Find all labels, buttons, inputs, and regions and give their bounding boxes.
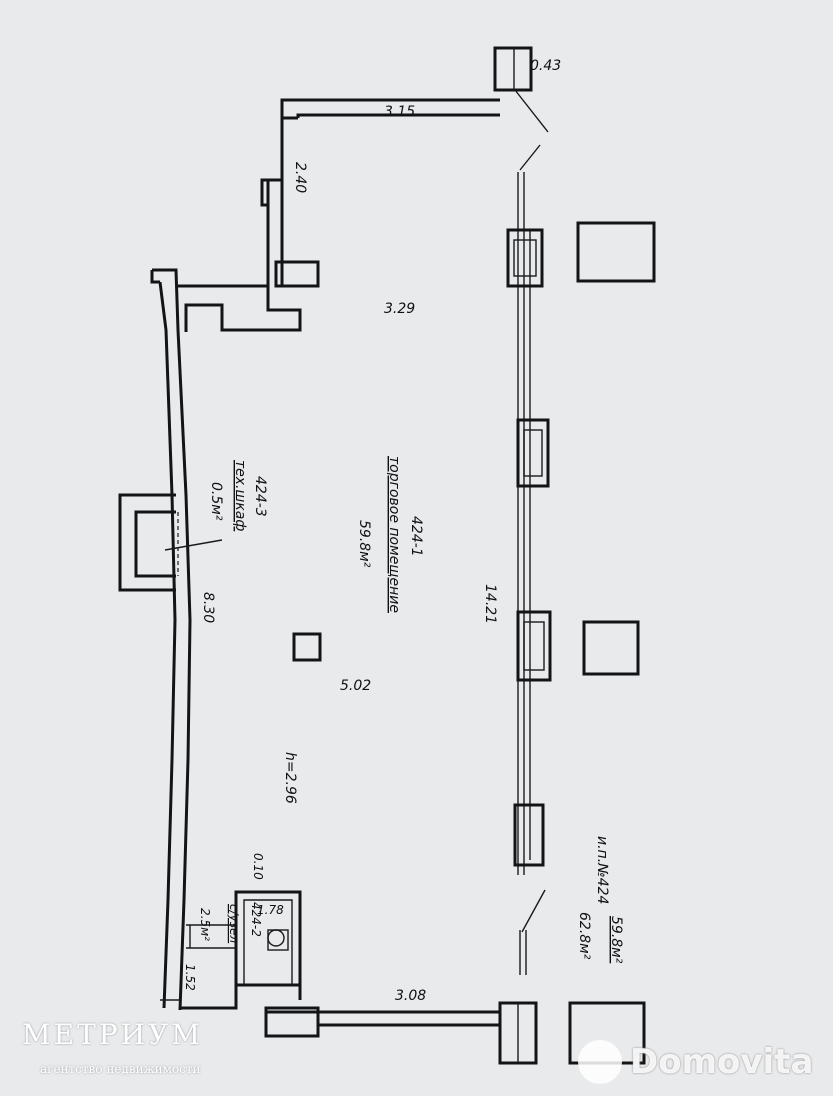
ext-column-2 — [582, 620, 640, 676]
dim-308: 3.08 — [395, 988, 426, 1004]
facade-pier-2 — [516, 418, 550, 488]
interior-column — [292, 632, 322, 662]
facade-pier-1 — [506, 228, 544, 288]
dim-329: 3.29 — [384, 301, 415, 317]
main-room-name: торговое помещение — [386, 456, 402, 613]
dim-1421: 14.21 — [482, 584, 498, 624]
agency-watermark: МЕТРИУМ — [22, 1018, 203, 1051]
bottom-walls — [180, 983, 538, 1065]
facade-pier-4 — [513, 803, 545, 867]
wc-room-area: 2.5м² — [198, 908, 212, 941]
dim-043: 0.43 — [530, 58, 561, 74]
column-top — [493, 46, 533, 92]
column-bottom-left — [264, 1006, 320, 1038]
unit-area-total: 62.8м² — [576, 912, 592, 960]
wc-room-name: с/узел — [227, 904, 241, 944]
dim-502: 5.02 — [340, 678, 371, 694]
dim-010: 0.10 — [251, 853, 265, 880]
wc-room-id: 424-2 — [249, 902, 263, 937]
main-room-area: 59.8м² — [356, 520, 372, 568]
tech-room-id: 424-3 — [252, 476, 268, 517]
toilet-icon — [267, 929, 285, 947]
tech-leader — [164, 539, 223, 551]
left-wall — [118, 268, 192, 1011]
unit-area-main: 59.8м² — [608, 916, 624, 964]
portal-name: Domovita — [630, 1042, 814, 1082]
domovita-logo-icon — [578, 1040, 622, 1084]
dim-315: 3.15 — [384, 104, 415, 120]
dim-178: 1.78 — [257, 903, 284, 917]
wc-room — [160, 890, 302, 1001]
dim-830: 8.30 — [200, 592, 216, 623]
facade-pier-3 — [516, 610, 552, 682]
main-room-id: 424-1 — [408, 516, 424, 557]
column-upper-left — [274, 260, 320, 288]
unit-number: и.п.№424 — [594, 836, 610, 904]
portal-watermark: Domovita — [578, 1040, 813, 1084]
upper-walls — [176, 46, 533, 332]
facade-glazing — [506, 172, 552, 975]
ceiling-height: h=2.96 — [282, 752, 298, 804]
ext-column-1 — [576, 221, 656, 283]
door-swings — [514, 89, 549, 933]
dim-240: 2.40 — [292, 162, 308, 193]
tech-room-name: тех.шкаф — [232, 460, 248, 531]
dim-152: 1.52 — [183, 964, 197, 991]
agency-subtitle: агентство недвижимости — [40, 1062, 201, 1076]
tech-room-area: 0.5м² — [208, 482, 224, 521]
